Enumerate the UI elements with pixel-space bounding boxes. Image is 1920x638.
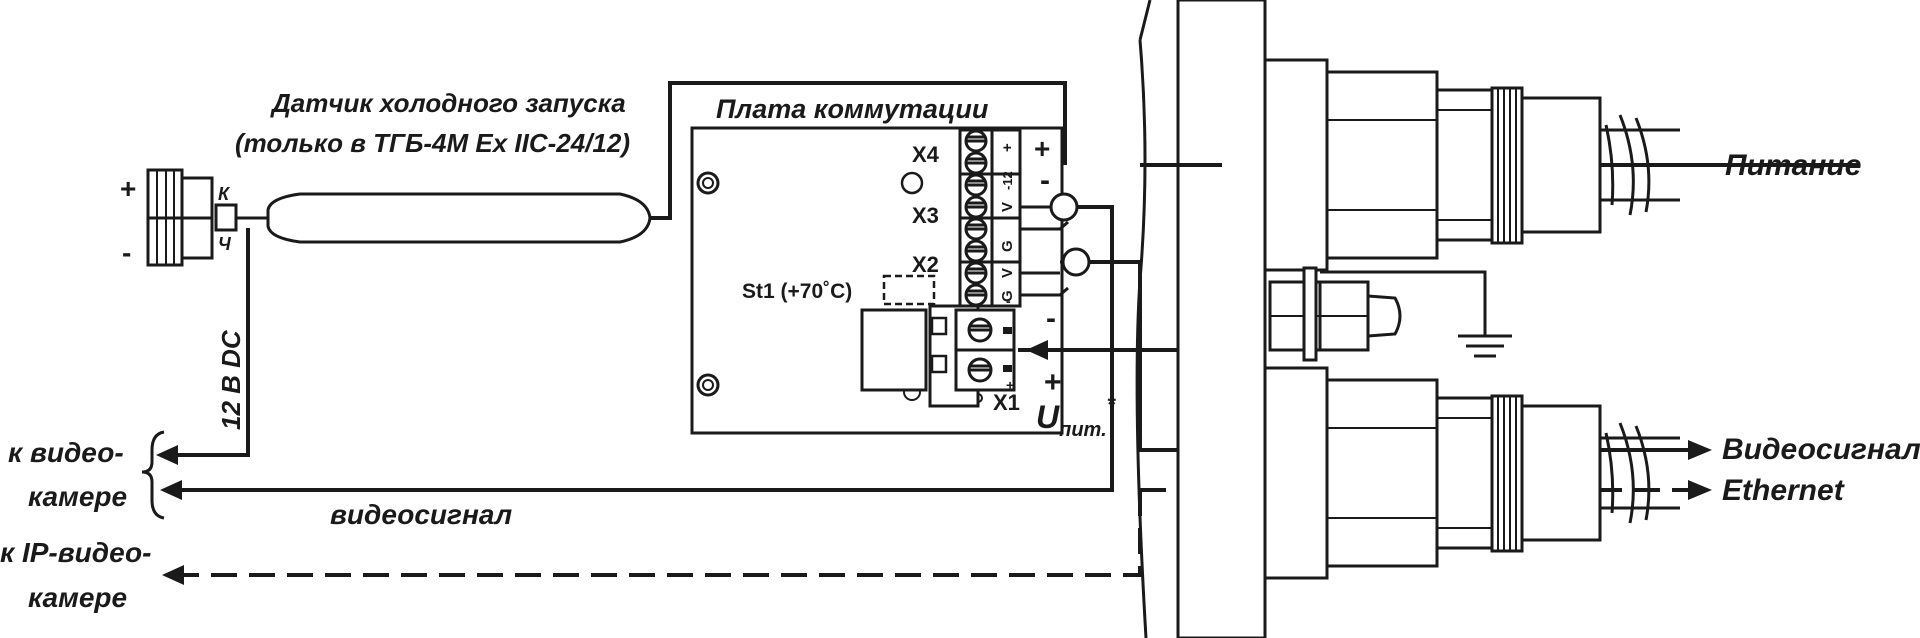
x3-label: X3	[912, 203, 939, 228]
terminal-block-x2-x4: + -12 V G V G	[958, 128, 1022, 308]
dc-to-camera-arrow	[156, 445, 178, 465]
ground-stud	[1268, 266, 1402, 362]
x4-plus-label: +	[1034, 133, 1050, 164]
x4-label: X4	[912, 142, 940, 167]
board-title: Плата коммутации	[716, 94, 989, 124]
sensor-title-line1: Датчик холодного запуска	[270, 88, 626, 118]
pin-g-x3: G	[999, 240, 1016, 252]
ground-symbol	[1458, 334, 1512, 358]
dc-label: 12 В DC	[216, 329, 246, 430]
ethernet-label: Ethernet	[1722, 474, 1846, 507]
pin-g-x2: G	[999, 290, 1016, 302]
pin-plus: +	[999, 143, 1016, 152]
upper-cable-gland	[1263, 58, 1680, 272]
x1-plus-label: +	[1044, 366, 1062, 399]
st1-thermostat	[882, 274, 936, 306]
ethernet-to-ip-camera-cable	[182, 490, 1142, 577]
power-label: Питание	[1725, 149, 1861, 182]
input-minus-label: -	[122, 237, 131, 268]
x1-minus-label: -	[1046, 302, 1056, 335]
dc-cable	[175, 228, 250, 457]
video-out-arrow	[1688, 440, 1712, 460]
enclosure-wall	[1135, 0, 1267, 638]
camera-brace	[141, 430, 165, 520]
ethernet-to-ip-camera-arrow	[162, 565, 184, 585]
x2-label: X2	[912, 252, 939, 277]
ch-label: Ч	[218, 234, 232, 254]
x4-minus-label: -	[1040, 164, 1050, 197]
ethernet-out-arrow	[1688, 480, 1712, 500]
pin-minus12: -12	[1000, 171, 1015, 190]
x1-pin-minus: -	[1006, 293, 1011, 309]
k-label: К	[218, 184, 231, 204]
to-ip-camera-line2: камере	[28, 582, 127, 613]
sensor-title-line2: (только в ТГБ-4М Ex IIC-24/12)	[235, 128, 630, 158]
coax-x2-connector	[1061, 247, 1091, 277]
x1-pin-plus: +	[1006, 377, 1014, 393]
video-signal-right-label: Видеосигнал	[1722, 433, 1920, 466]
input-connector: К Ч	[146, 168, 238, 267]
pin-v-x2: V	[999, 268, 1016, 278]
x1-label: X1	[993, 390, 1020, 415]
video-signal-bottom-label: видеосигнал	[330, 499, 512, 530]
to-ip-camera-line1: к IP-видео-	[0, 537, 151, 568]
video-to-camera-arrow	[160, 480, 182, 500]
to-camera-line1: к видео-	[8, 437, 124, 468]
input-plus-label: +	[120, 173, 136, 204]
coax-x3-connector	[1049, 192, 1079, 222]
to-camera-line2: камере	[28, 481, 127, 512]
terminal-block-x1	[860, 304, 1016, 408]
ground-wire	[1320, 270, 1487, 336]
u-supply-label: Uпит.*	[1036, 392, 1117, 441]
lower-cable-gland	[1263, 366, 1680, 580]
pin-v-x3: V	[999, 202, 1016, 212]
st1-label: St1 (+70˚С)	[742, 280, 852, 303]
